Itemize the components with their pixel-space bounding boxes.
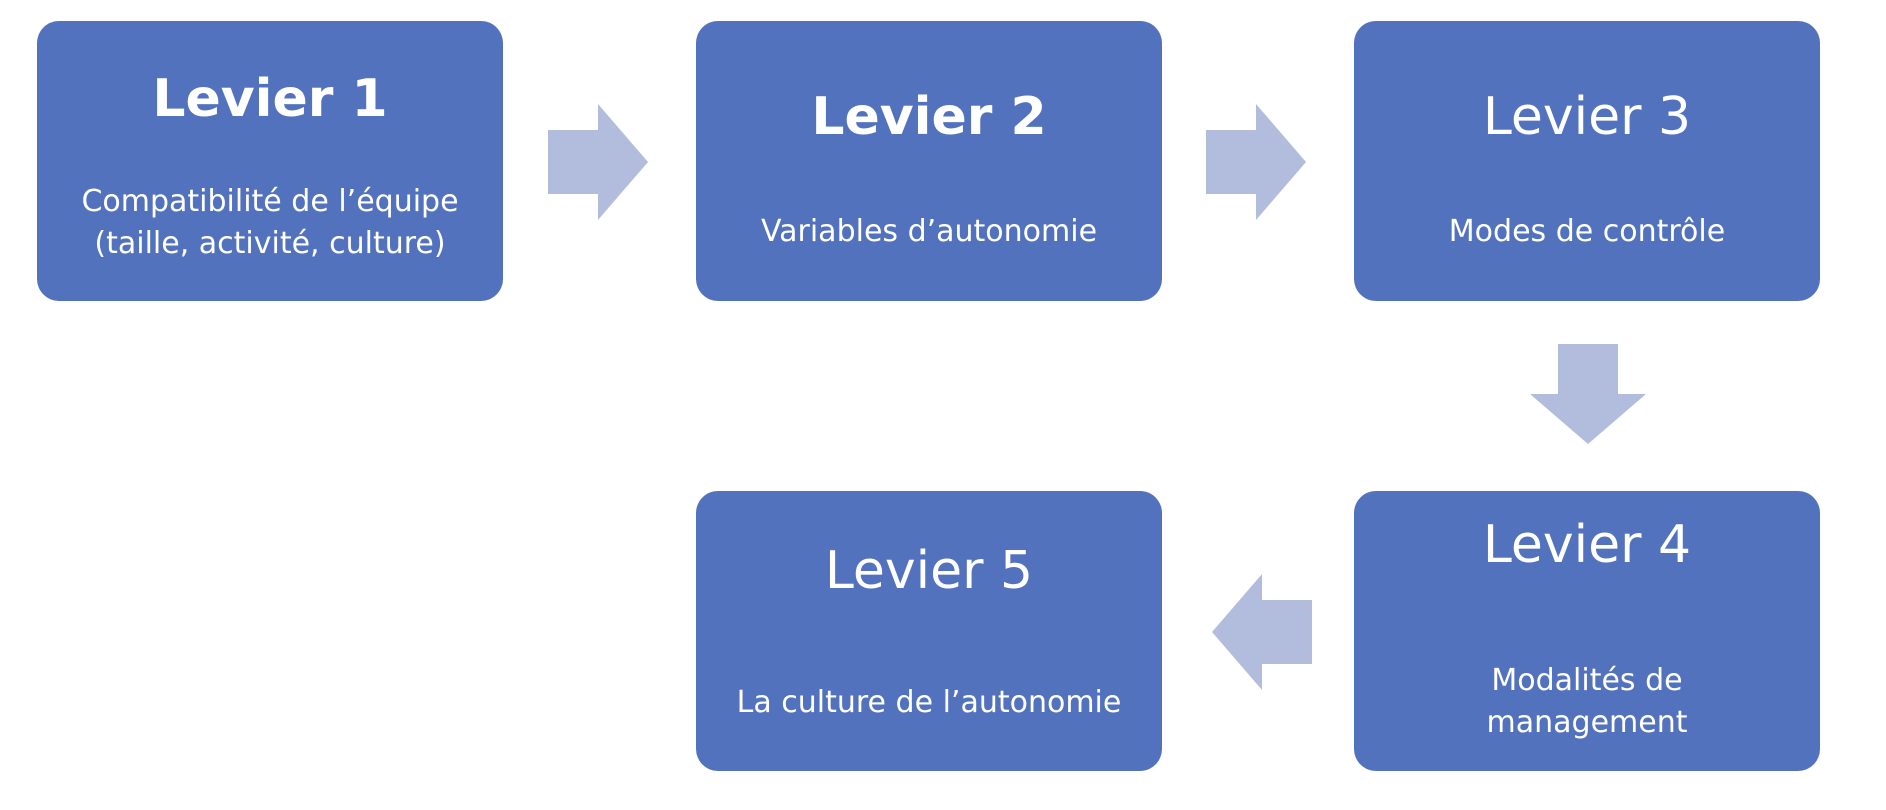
arrow-down <box>1530 344 1646 444</box>
lever-4-box: Levier 4 Modalités de management <box>1354 491 1820 771</box>
lever-3-title: Levier 3 <box>1482 87 1692 147</box>
lever-2-title: Levier 2 <box>811 87 1047 147</box>
lever-1-description: Compatibilité de l’équipe (taille, activ… <box>47 181 493 265</box>
arrow-down-shape <box>1530 344 1646 444</box>
lever-1-line-1: Compatibilité de l’équipe <box>81 184 459 219</box>
lever-2-description: Variables d’autonomie <box>706 211 1152 253</box>
lever-1-title: Levier 1 <box>152 69 388 129</box>
lever-2-line-1: Variables d’autonomie <box>760 214 1098 249</box>
lever-1-line-2: (taille, activité, culture) <box>94 226 446 261</box>
lever-4-description: Modalités de management <box>1364 660 1810 744</box>
lever-2-box: Levier 2 Variables d’autonomie <box>696 21 1162 301</box>
lever-3-line-1: Modes de contrôle <box>1448 214 1726 249</box>
arrow-left-shape <box>1212 574 1312 690</box>
lever-5-box: Levier 5 La culture de l’autonomie <box>696 491 1162 771</box>
lever-5-description: La culture de l’autonomie <box>706 682 1152 724</box>
arrow-left <box>1212 574 1312 690</box>
arrow-right-1-shape <box>548 104 648 220</box>
lever-4-line-1: Modalités de <box>1491 663 1683 698</box>
lever-3-box: Levier 3 Modes de contrôle <box>1354 21 1820 301</box>
lever-4-line-2: management <box>1486 705 1688 740</box>
lever-1-box: Levier 1 Compatibilité de l’équipe (tail… <box>37 21 503 301</box>
lever-3-description: Modes de contrôle <box>1364 211 1810 253</box>
lever-5-title: Levier 5 <box>824 541 1034 601</box>
arrow-right-2-shape <box>1206 104 1306 220</box>
lever-5-line-1: La culture de l’autonomie <box>736 685 1122 720</box>
arrow-right-2 <box>1206 104 1306 220</box>
arrow-right-1 <box>548 104 648 220</box>
lever-4-title: Levier 4 <box>1482 515 1692 575</box>
